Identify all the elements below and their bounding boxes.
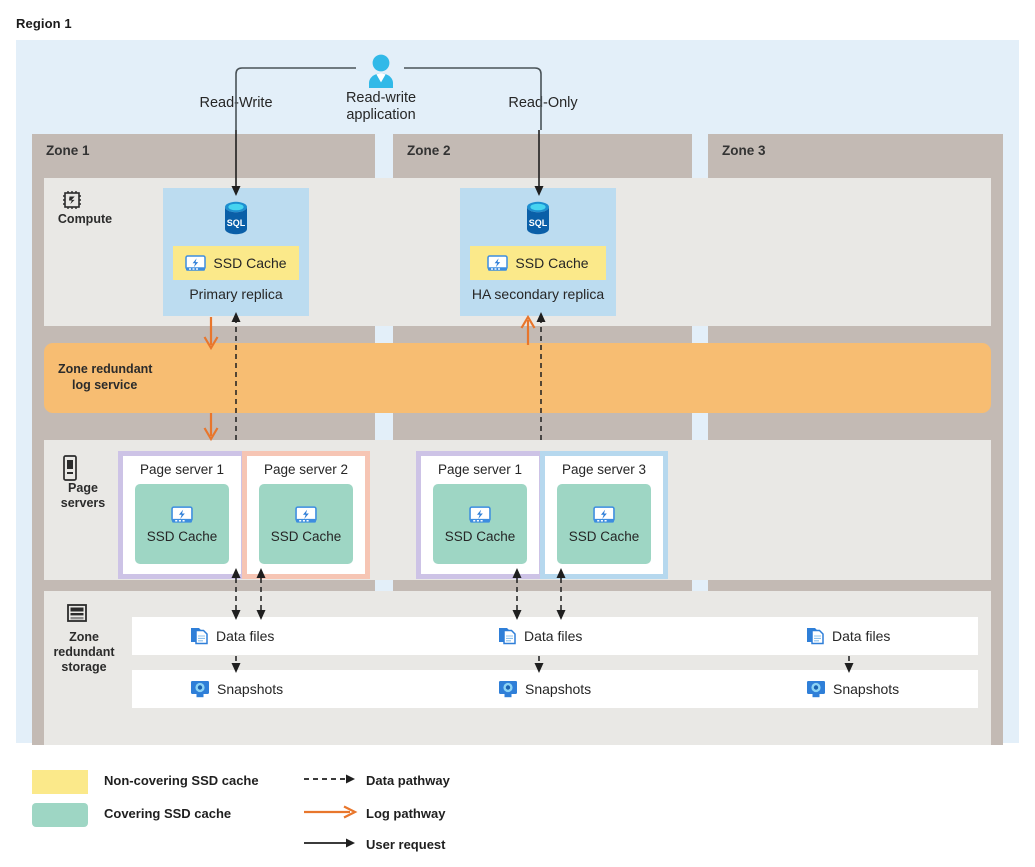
snapshots-cell-2[interactable]: Snapshots	[498, 670, 591, 708]
primary-replica-label: Primary replica	[189, 286, 283, 302]
zone-header-1: Zone 1	[32, 134, 375, 170]
page-server-cache: SSD Cache	[259, 484, 353, 564]
page-servers-label-line2: servers	[60, 496, 106, 510]
zone-header-3: Zone 3	[708, 134, 1003, 170]
page-server-card-3[interactable]: Page server 1 SSD Cache	[416, 451, 544, 579]
data-files-label: Data files	[832, 628, 891, 644]
ssd-cache-label: SSD Cache	[213, 255, 287, 271]
application-label-line2: application	[346, 107, 416, 123]
snapshots-label: Snapshots	[525, 681, 592, 697]
read-write-label: Read-Write	[199, 95, 273, 111]
svg-text:SQL: SQL	[529, 218, 548, 228]
page-server-card-1[interactable]: Page server 1 SSD Cache	[118, 451, 246, 579]
page-server-title: Page server 1	[139, 462, 225, 477]
snapshots-label: Snapshots	[217, 681, 284, 697]
zone-header-2: Zone 2	[393, 134, 692, 170]
storage-stack-icon	[66, 602, 102, 624]
compute-label: Compute	[57, 212, 113, 226]
ha-replica-label: HA secondary replica	[471, 286, 605, 302]
sql-database-icon: SQL	[221, 200, 251, 238]
page-server-card-4[interactable]: Page server 3 SSD Cache	[540, 451, 668, 579]
page-server-cache: SSD Cache	[135, 484, 229, 564]
snapshot-monitor-icon	[190, 679, 210, 699]
ssd-drive-icon	[295, 505, 317, 525]
page-server-title: Page server 2	[263, 462, 349, 477]
zone-label-2: Zone 2	[407, 143, 451, 158]
storage-label-line3: storage	[61, 660, 107, 674]
documents-icon	[498, 626, 517, 646]
page-server-card-2[interactable]: Page server 2 SSD Cache	[242, 451, 370, 579]
ssd-drive-icon	[593, 505, 615, 525]
cpu-chip-icon	[60, 188, 112, 212]
ssd-drive-icon	[487, 254, 509, 273]
page-server-cache: SSD Cache	[433, 484, 527, 564]
snapshots-row: Snapshots Snapshots Snapshots	[132, 670, 978, 708]
data-files-cell-1[interactable]: Data files	[190, 617, 274, 655]
data-files-cell-3[interactable]: Data files	[806, 617, 890, 655]
documents-icon	[190, 626, 209, 646]
primary-replica-box[interactable]: SQL SSD Cache Primary replica	[163, 188, 309, 316]
data-files-row: Data files Data files Data files	[132, 617, 978, 655]
snapshot-monitor-icon	[498, 679, 518, 699]
read-only-label: Read-Only	[508, 95, 578, 111]
legend-label-user-request: User request	[366, 837, 446, 852]
page-server-cache-label: SSD Cache	[568, 528, 640, 544]
legend: Non-covering SSD cache Covering SSD cach…	[16, 765, 1019, 860]
application-label-line1: Read-write	[345, 90, 417, 106]
storage-label: Zone redundant storage	[48, 630, 120, 675]
snapshot-monitor-icon	[806, 679, 826, 699]
documents-icon	[806, 626, 825, 646]
server-rack-icon	[62, 455, 104, 481]
svg-text:SQL: SQL	[227, 218, 246, 228]
legend-arrow-log-pathway	[304, 805, 358, 819]
sql-database-icon: SQL	[523, 200, 553, 238]
ssd-cache-label: SSD Cache	[515, 255, 589, 271]
log-service-label: Zone redundant log service	[58, 361, 208, 393]
legend-label-non-covering: Non-covering SSD cache	[104, 773, 259, 788]
person-icon	[364, 54, 398, 90]
storage-label-line2: redundant	[53, 645, 115, 659]
zone-redundant-storage-band	[44, 591, 991, 745]
data-files-label: Data files	[216, 628, 275, 644]
legend-arrow-data-pathway	[304, 774, 355, 784]
primary-ssd-cache: SSD Cache	[173, 246, 299, 280]
ssd-drive-icon	[171, 505, 193, 525]
page-server-title: Page server 3	[561, 462, 647, 477]
application-label: Read-write application	[318, 90, 444, 124]
zone-label-3: Zone 3	[722, 143, 766, 158]
legend-label-covering: Covering SSD cache	[104, 806, 232, 821]
ha-secondary-replica-box[interactable]: SQL SSD Cache HA secondary replica	[460, 188, 616, 316]
page-server-cache-label: SSD Cache	[444, 528, 516, 544]
ssd-drive-icon	[185, 254, 207, 273]
ssd-drive-icon	[469, 505, 491, 525]
legend-label-log-pathway: Log pathway	[366, 806, 446, 821]
snapshots-cell-1[interactable]: Snapshots	[190, 670, 283, 708]
page-servers-label: Page servers	[50, 481, 116, 511]
data-files-label: Data files	[524, 628, 583, 644]
zone-label-1: Zone 1	[46, 143, 90, 158]
data-files-cell-2[interactable]: Data files	[498, 617, 582, 655]
ha-ssd-cache: SSD Cache	[470, 246, 606, 280]
storage-label-line1: Zone	[69, 630, 99, 644]
page-server-cache-label: SSD Cache	[146, 528, 218, 544]
page-server-cache: SSD Cache	[557, 484, 651, 564]
zone-redundant-log-service-band	[44, 343, 991, 413]
snapshots-label: Snapshots	[833, 681, 900, 697]
legend-arrow-user-request	[304, 838, 355, 848]
snapshots-cell-3[interactable]: Snapshots	[806, 670, 899, 708]
log-service-label-line1: Zone redundant	[58, 362, 153, 376]
legend-label-data-pathway: Data pathway	[366, 773, 450, 788]
region-title: Region 1	[16, 16, 72, 31]
page-server-cache-label: SSD Cache	[270, 528, 342, 544]
page-server-title: Page server 1	[437, 462, 523, 477]
log-service-label-line2: log service	[72, 378, 138, 392]
legend-swatch-non-covering	[32, 770, 88, 794]
legend-swatch-covering	[32, 803, 88, 827]
page-servers-label-line1: Page	[68, 481, 98, 495]
